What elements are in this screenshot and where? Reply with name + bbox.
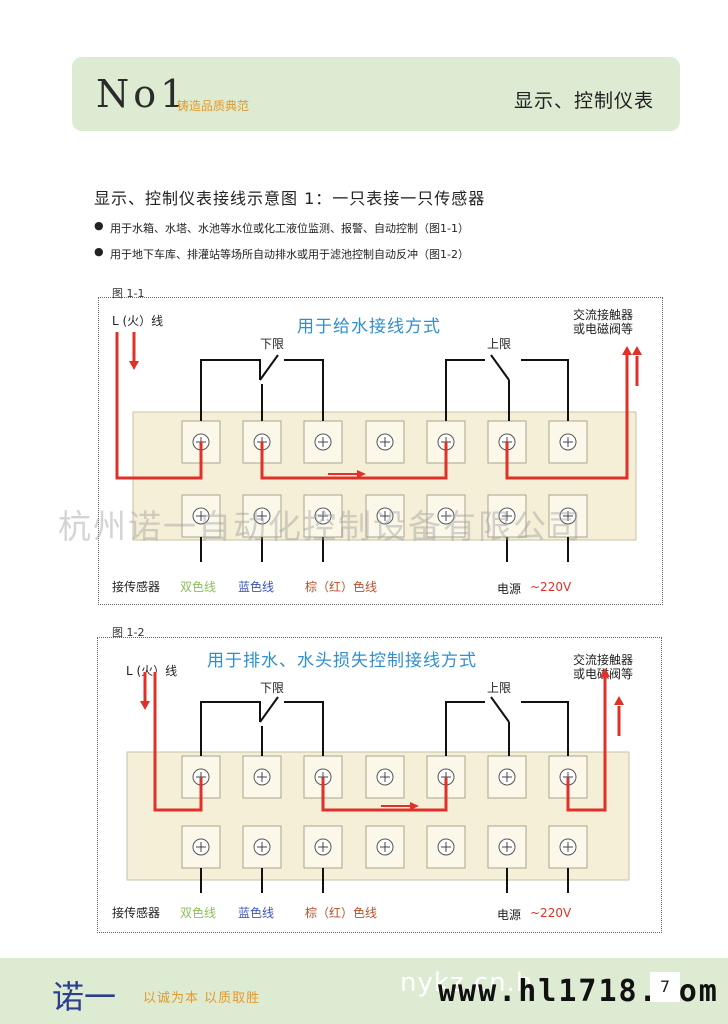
- upper-limit-label: 上限: [487, 681, 512, 695]
- sensor-label: 接传感器: [112, 580, 161, 594]
- upper-limit-wire: [521, 701, 569, 756]
- sensor-label: 接传感器: [112, 906, 161, 920]
- footer-slogan: 以诚为本 以质取胜: [143, 991, 261, 1006]
- wire-arrow-head: [129, 361, 139, 370]
- bullet-item: 用于水箱、水塔、水池等水位或化工液位监测、报警、自动控制（图1-1）: [94, 219, 469, 236]
- lower-limit-wire: [284, 701, 324, 756]
- wire-arrow-head: [140, 701, 150, 710]
- upper-limit-wire: [445, 701, 485, 756]
- lower-limit-wire: [284, 359, 324, 421]
- output-wire-path: [505, 352, 629, 480]
- section-title: 显示、控制仪表接线示意图 1：一只表接一只传感器: [94, 189, 486, 208]
- upper-limit-wire: [445, 359, 485, 421]
- control-wire-path: [260, 442, 448, 480]
- wire-arrow-head: [600, 668, 610, 677]
- header-band: [72, 57, 680, 131]
- power-voltage: ~220V: [530, 906, 572, 920]
- figure-title: 用于给水接线方式: [297, 317, 441, 337]
- brand-tagline: 铸造品质典范: [177, 99, 250, 113]
- wiring-diagram: [126, 668, 630, 893]
- figure-label: 图 1-2: [112, 626, 145, 639]
- live-wire-label: L (火）线: [112, 314, 164, 328]
- wire-arrow-head: [614, 696, 624, 705]
- wire-twocolor-label: 双色线: [180, 906, 217, 920]
- upper-limit-contact: [490, 354, 510, 381]
- wire-arrow-head: [357, 470, 366, 478]
- figure-box: [97, 637, 662, 933]
- wire-blue-label: 蓝色线: [238, 906, 275, 920]
- upper-limit-label: 上限: [487, 337, 512, 351]
- wire-arrow-head: [410, 802, 419, 810]
- wire-brown-label: 棕（红）色线: [305, 906, 378, 920]
- power-voltage: ~220V: [530, 580, 572, 594]
- power-label: 电源: [497, 582, 522, 596]
- wire-brown-label: 棕（红）色线: [305, 580, 378, 594]
- page-number: 7: [650, 972, 680, 1002]
- upper-limit-contact: [490, 696, 510, 723]
- upper-limit-wire: [521, 359, 569, 421]
- relay-label-line1: 交流接触器: [573, 308, 634, 322]
- figure-label: 图 1-1: [112, 287, 145, 300]
- output-wire-path: [566, 674, 607, 812]
- footer-site-faint: nykz.cn.h: [400, 968, 534, 998]
- wire-twocolor-label: 双色线: [180, 580, 217, 594]
- lower-limit-contact-wire: [200, 701, 261, 756]
- footer-brand: 诺一: [52, 978, 117, 1016]
- lower-limit-contact: [259, 354, 279, 381]
- brand-number: No1: [96, 72, 189, 116]
- power-label: 电源: [497, 908, 522, 922]
- wire-blue-label: 蓝色线: [238, 580, 275, 594]
- lower-limit-label: 下限: [260, 681, 285, 695]
- live-wire-label: L (火）线: [126, 664, 178, 678]
- lower-limit-contact-wire: [200, 359, 261, 421]
- footer-band: [0, 958, 728, 1024]
- figure-box: [98, 297, 663, 605]
- relay-label-line2: 或电磁阀等: [573, 322, 634, 336]
- relay-label-line1: 交流接触器: [573, 653, 634, 667]
- watermark: 杭州诺一自动化控制设备有限公司: [58, 507, 583, 546]
- wiring-diagram: [115, 332, 642, 562]
- bullet-item: 用于地下车库、排灌站等场所自动排水或用于滤池控制自动反冲（图1-2）: [94, 245, 469, 262]
- live-wire-path: [115, 332, 203, 480]
- live-wire-path: [153, 672, 203, 812]
- control-wire-path: [321, 777, 448, 812]
- wire-arrow-head: [622, 346, 632, 355]
- page-title: 显示、控制仪表: [513, 90, 654, 112]
- lower-limit-contact: [259, 696, 279, 723]
- wire-arrow-head: [632, 346, 642, 355]
- figure-title: 用于排水、水头损失控制接线方式: [207, 651, 477, 671]
- lower-limit-label: 下限: [260, 337, 285, 351]
